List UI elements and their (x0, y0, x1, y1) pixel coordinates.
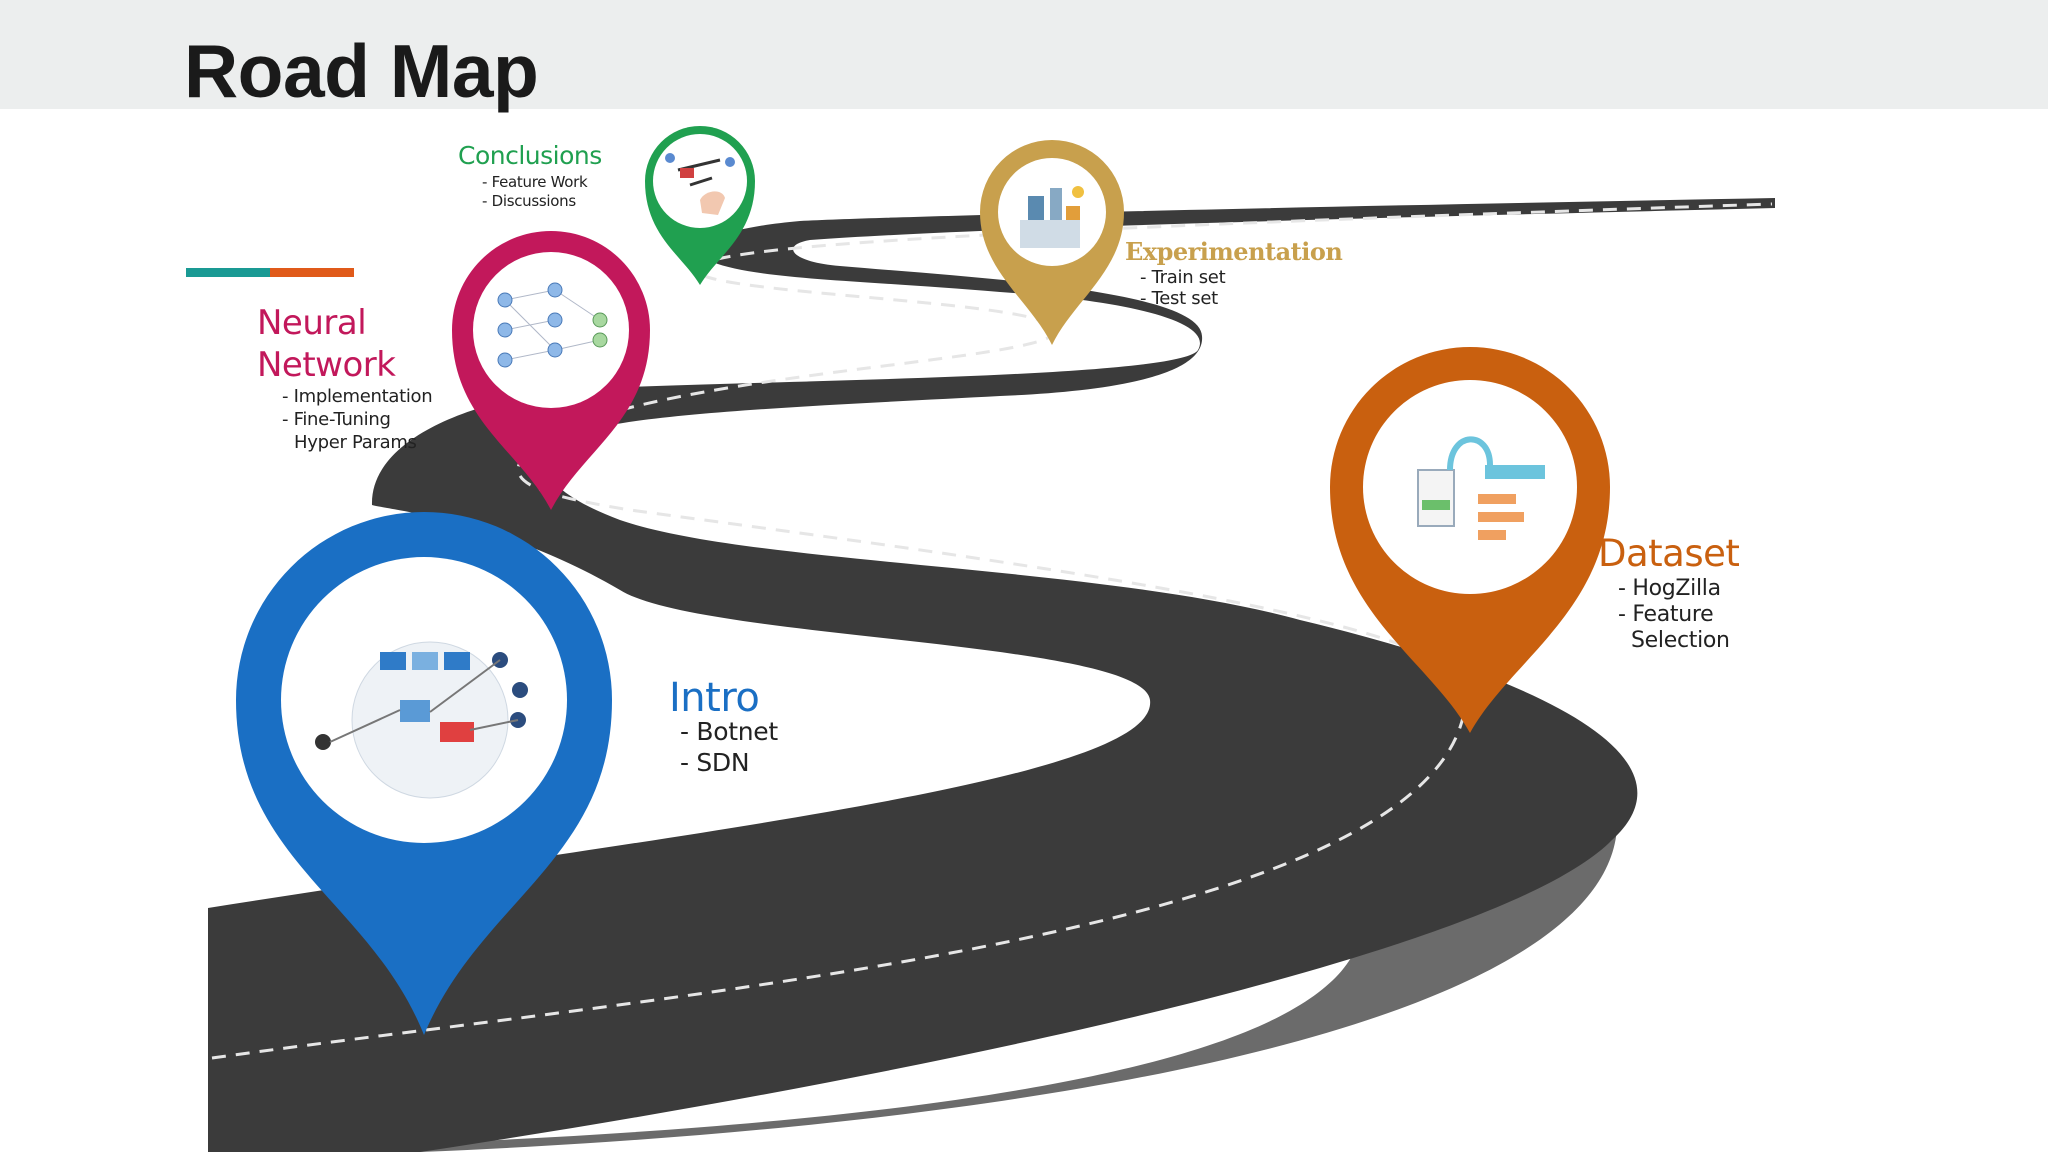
road (208, 198, 1775, 1152)
page-title: Road Map (184, 29, 539, 113)
neural-network-title-line1: Neural (257, 303, 367, 343)
dataset-item-hogzilla: - HogZilla (1618, 576, 1721, 601)
neural-network-item-hyper-params: Hyper Params (294, 432, 417, 453)
experimentation-item-test-set: - Test set (1140, 288, 1218, 309)
network-topology-icon (315, 641, 528, 799)
conclusions-marker[interactable] (645, 126, 755, 285)
intro-marker[interactable] (236, 512, 612, 1035)
experimentation-item-train-set: - Train set (1140, 267, 1226, 288)
intro-item-botnet: - Botnet (680, 717, 778, 746)
neural-net-icon (497, 282, 608, 368)
dataset-title: Dataset (1598, 532, 1740, 575)
neural-network-title-line2: Network (257, 345, 396, 385)
experimentation-title: Experimentation (1125, 237, 1343, 266)
intro-item-sdn: - SDN (680, 748, 750, 777)
conclusions-item-feature-work: - Feature Work (482, 173, 588, 191)
conclusions-item-discussions: - Discussions (482, 192, 576, 210)
conclusions-title: Conclusions (458, 141, 602, 170)
lab-icon (1020, 186, 1084, 248)
intro-title: Intro (669, 675, 760, 721)
dataset-item-feature: - Feature (1618, 602, 1714, 627)
database-flow-icon (1417, 436, 1545, 540)
neural-network-item-implementation: - Implementation (282, 386, 433, 407)
header-band (0, 0, 2048, 109)
road-surface (208, 198, 1775, 1152)
dataset-item-selection: Selection (1631, 628, 1730, 653)
brainstorm-icon (665, 153, 735, 215)
accent-bar-orange (270, 268, 354, 277)
dataset-marker[interactable] (1330, 347, 1610, 733)
accent-bar-teal (186, 268, 270, 277)
neural-network-marker[interactable] (452, 231, 650, 510)
neural-network-item-fine-tuning: - Fine-Tuning (282, 409, 391, 430)
experimentation-marker[interactable] (980, 140, 1124, 345)
